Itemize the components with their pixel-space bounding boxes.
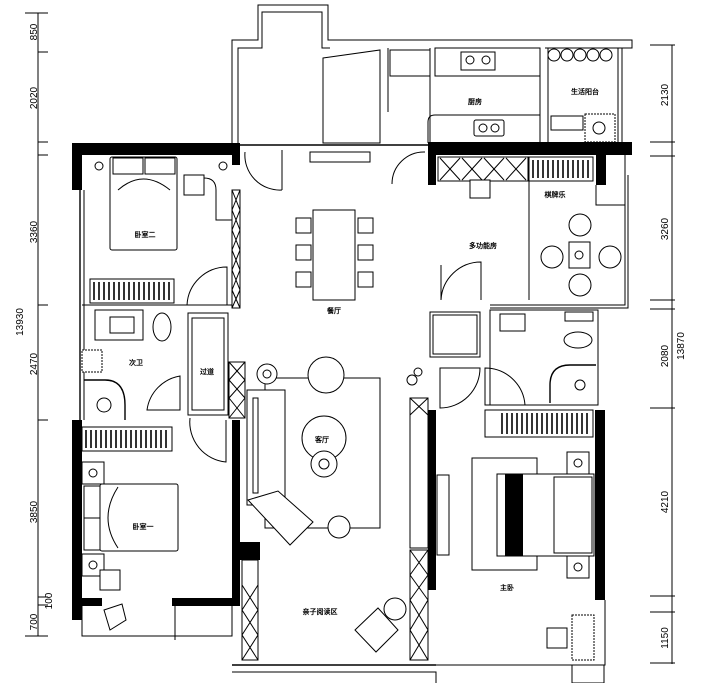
top-structure — [231, 4, 633, 144]
label-kitchen: 厨房 — [468, 97, 482, 106]
room-labels: 卧室二 次卫 过道 卧室一 餐厅 客厅 亲子阅读区 厨房 生活阳台 多功能房 棋… — [129, 87, 599, 616]
dim-left-total: 13930 — [15, 308, 26, 336]
left-dimension-chain: 850 2020 3360 2470 3850 700 100 13930 — [15, 12, 55, 637]
label-bedroom1: 卧室一 — [133, 522, 154, 531]
dim-left-2020: 2020 — [29, 86, 40, 109]
dim-right-2130: 2130 — [660, 83, 671, 106]
corridor-cabinets — [228, 189, 260, 661]
dim-left-3850: 3850 — [29, 500, 40, 523]
label-bedroom2: 卧室二 — [135, 230, 156, 239]
west-wall-lower — [72, 420, 82, 620]
label-guest-bath: 次卫 — [129, 358, 143, 367]
dim-right-4210: 4210 — [660, 490, 671, 513]
dim-left-100: 100 — [44, 592, 55, 609]
dim-left-700: 700 — [29, 613, 40, 630]
dim-left-850: 850 — [29, 23, 40, 40]
dim-right-total: 13870 — [676, 332, 687, 360]
living-set — [246, 356, 407, 653]
dim-right-3260: 3260 — [660, 217, 671, 240]
bedroom2-furniture — [82, 156, 232, 306]
north-wall-right — [428, 142, 632, 155]
label-multi-room: 多功能房 — [469, 241, 497, 250]
dining-set — [295, 151, 374, 301]
dim-right-1150: 1150 — [660, 627, 671, 649]
label-living: 客厅 — [314, 435, 329, 444]
multi-room-furniture — [437, 155, 629, 309]
label-reading-area: 亲子阅读区 — [303, 607, 338, 616]
master-suite — [429, 309, 606, 683]
plants — [547, 48, 613, 62]
label-master-bedroom: 主卧 — [500, 583, 514, 592]
guest-bath-fixtures — [81, 309, 229, 420]
right-dimension-chain: 2130 3260 2080 4210 1150 13870 — [650, 44, 687, 664]
dim-right-2080: 2080 — [660, 344, 671, 367]
label-utility-balcony: 生活阳台 — [571, 87, 599, 96]
label-leisure: 棋牌乐 — [545, 190, 566, 199]
west-wall-upper — [72, 155, 82, 190]
label-dining: 餐厅 — [326, 306, 341, 315]
north-wall — [72, 143, 240, 155]
dim-left-3360: 3360 — [29, 220, 40, 243]
bedroom1-furniture — [81, 417, 227, 631]
label-corridor: 过道 — [200, 367, 214, 376]
dim-left-2470: 2470 — [29, 352, 40, 375]
